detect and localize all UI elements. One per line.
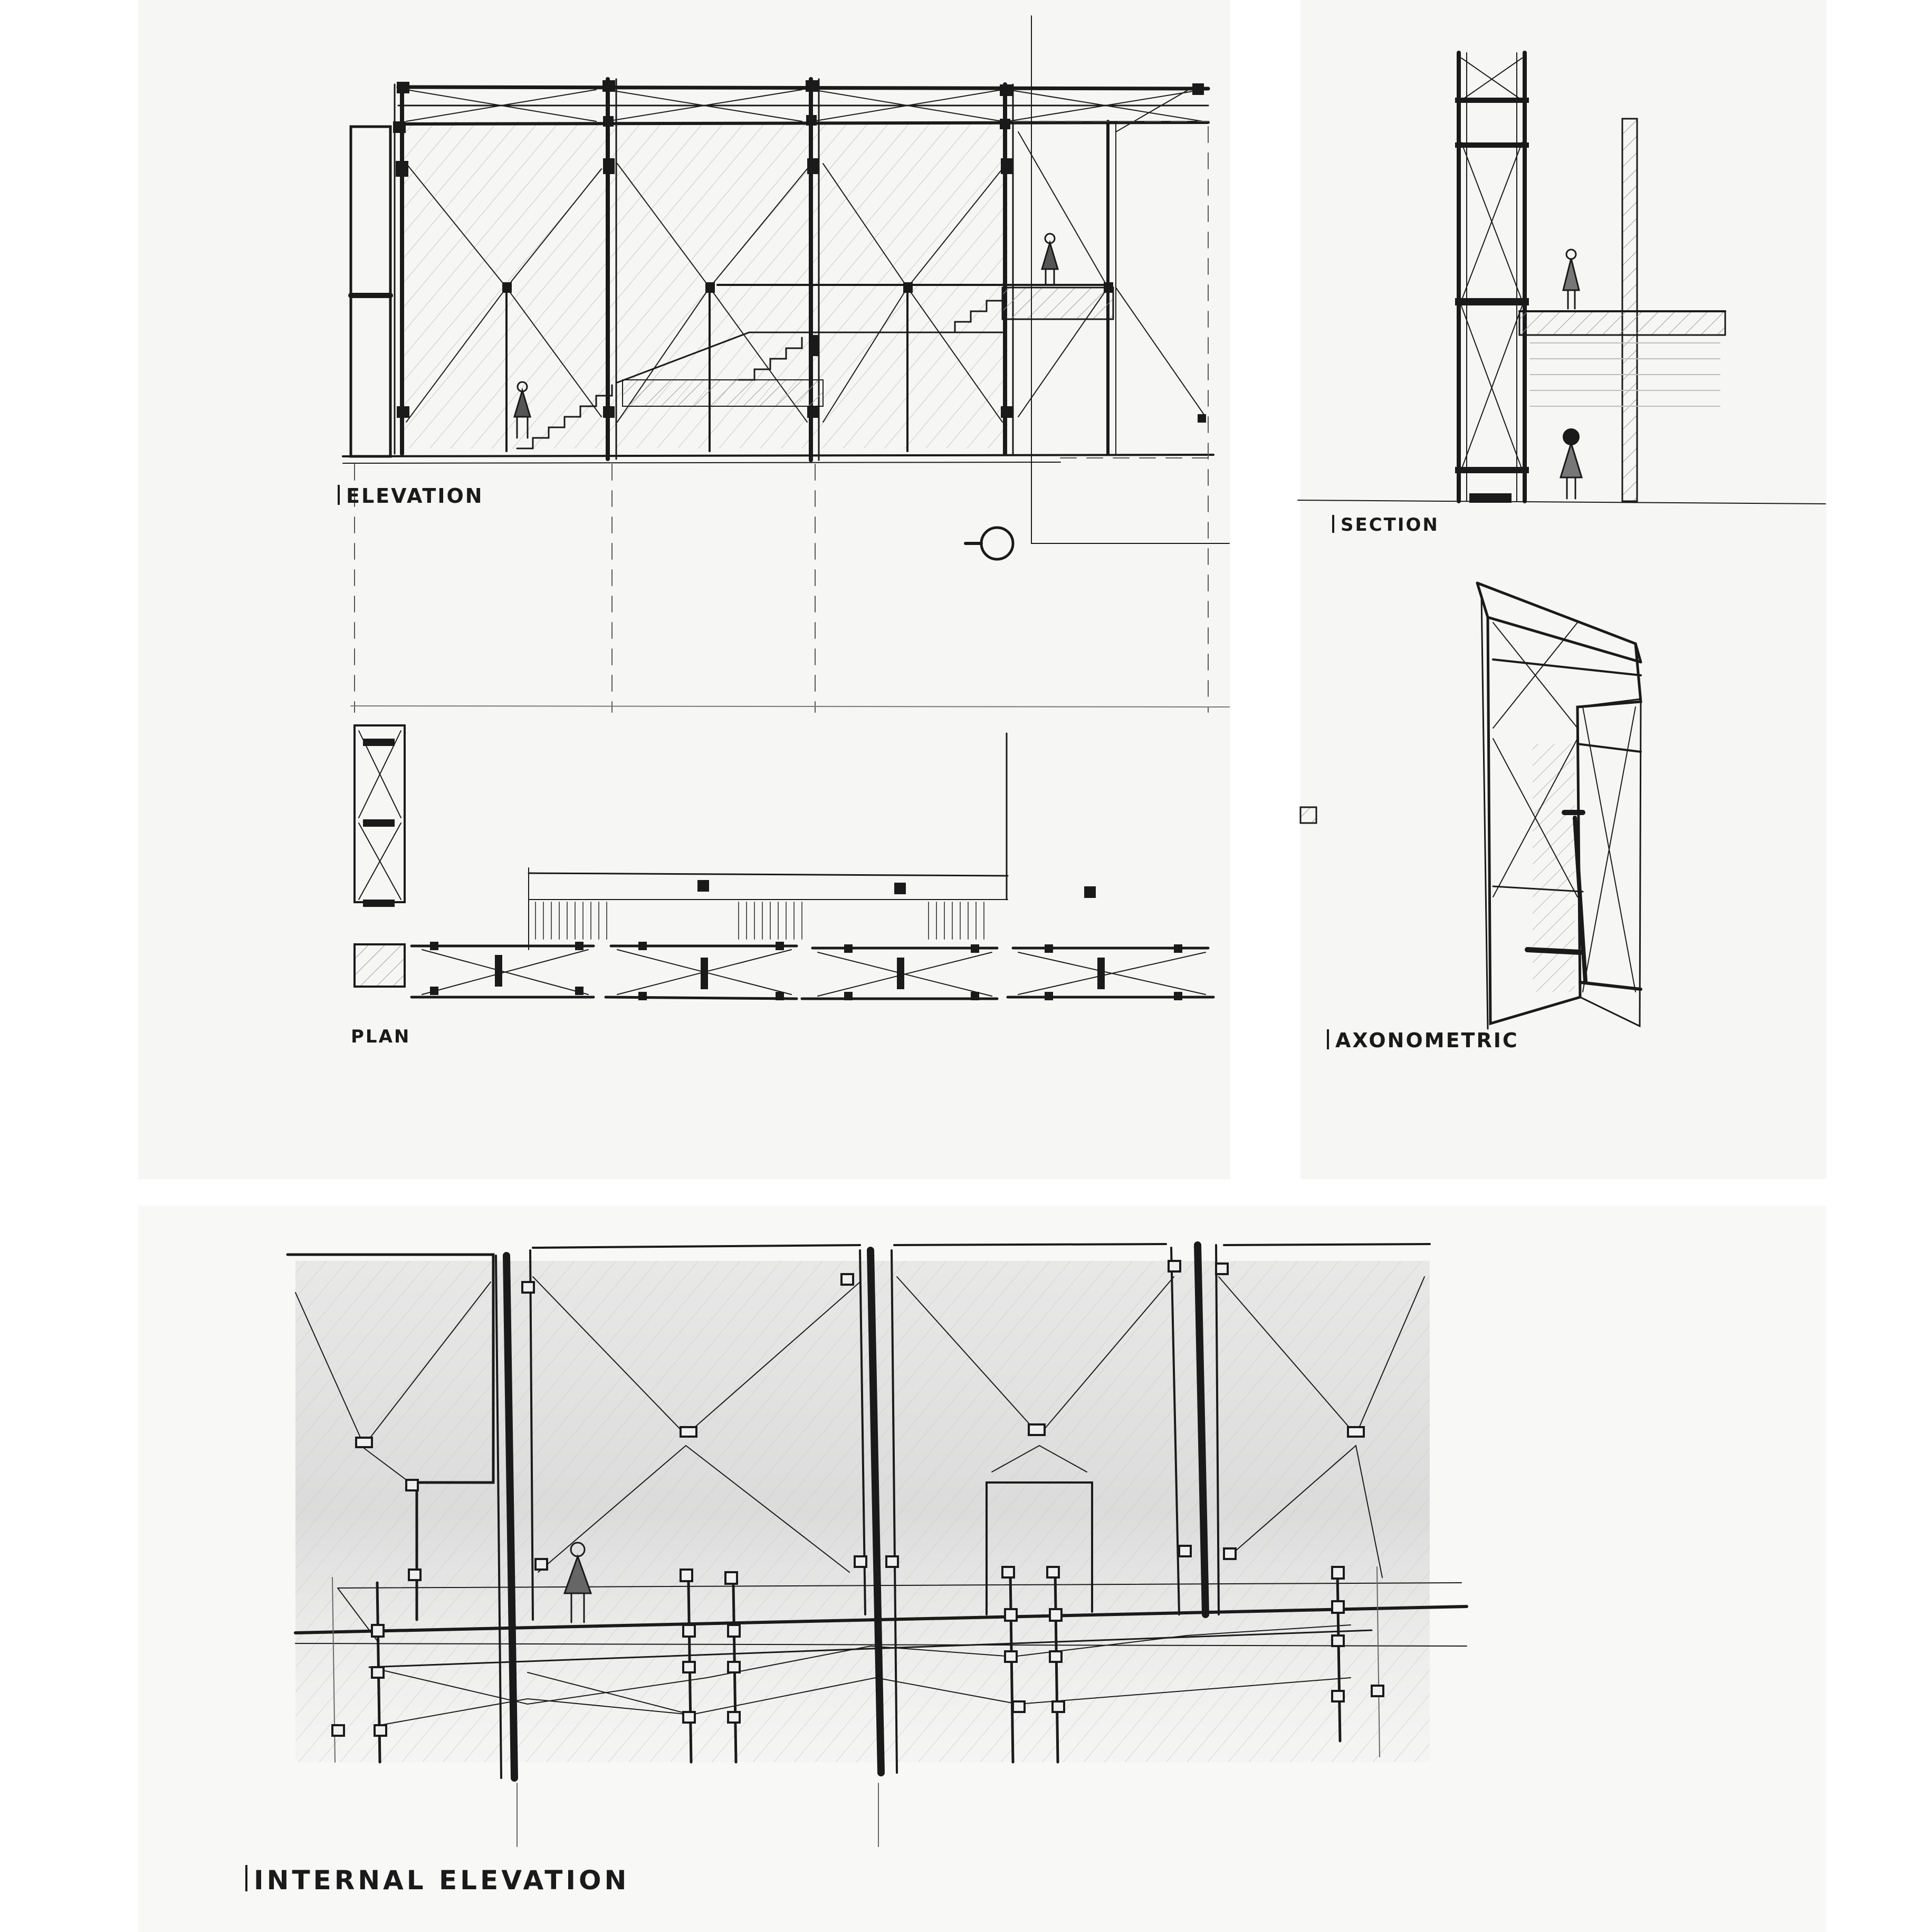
section-label: SECTION <box>1332 514 1439 535</box>
axonometric-label-text: AXONOMETRIC <box>1335 1029 1519 1052</box>
internal-elevation-label: INTERNAL ELEVATION <box>245 1865 629 1896</box>
plan-drawing <box>350 705 1230 1000</box>
internal-elevation-label-text: INTERNAL ELEVATION <box>254 1865 630 1896</box>
elevation-drawing <box>342 15 1230 713</box>
plan-label: PLAN <box>351 1026 410 1047</box>
label-marker <box>338 485 340 505</box>
elevation-label: ELEVATION <box>338 484 484 508</box>
section-label-text: SECTION <box>1341 514 1439 535</box>
plan-label-text: PLAN <box>351 1026 411 1047</box>
section-drawing <box>1297 51 1826 504</box>
axonometric-label: AXONOMETRIC <box>1327 1029 1519 1052</box>
label-marker <box>245 1865 247 1891</box>
internal-elevation-drawing <box>286 1241 1468 1847</box>
elevation-label-text: ELEVATION <box>346 484 484 508</box>
label-marker <box>1327 1029 1329 1049</box>
label-marker <box>1332 515 1334 533</box>
axonometric-drawing <box>1299 581 1642 1030</box>
